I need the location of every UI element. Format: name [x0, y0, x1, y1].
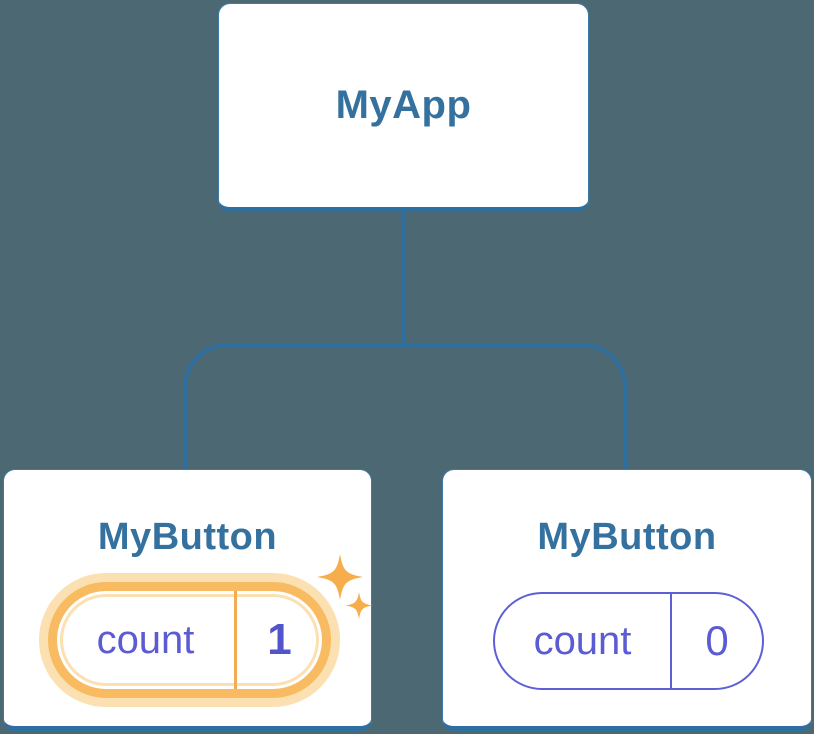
connector-branches: [183, 343, 627, 469]
node-myapp: MyApp: [218, 3, 589, 212]
node-myapp-label: MyApp: [335, 83, 472, 127]
state-value: 1: [267, 615, 292, 664]
state-pill: count 0: [493, 592, 764, 690]
state-key: count: [96, 617, 195, 662]
sparkle-large: [317, 554, 363, 600]
node-mybutton-2-label: MyButton: [537, 516, 717, 558]
node-mybutton-2: MyButton count 0: [442, 469, 812, 731]
pill-divider: [670, 594, 672, 688]
node-mybutton-1-label: MyButton: [97, 516, 278, 558]
node-mybutton-1: MyButton count 1: [3, 469, 373, 731]
pill-divider: [234, 591, 237, 689]
sparkle-small: [345, 592, 373, 619]
connector-stem: [402, 212, 406, 345]
sparkles-icon: [317, 554, 373, 619]
state-pill-highlighted: count 1: [48, 582, 331, 698]
state-key: count: [533, 618, 632, 663]
state-value: 0: [705, 617, 729, 664]
